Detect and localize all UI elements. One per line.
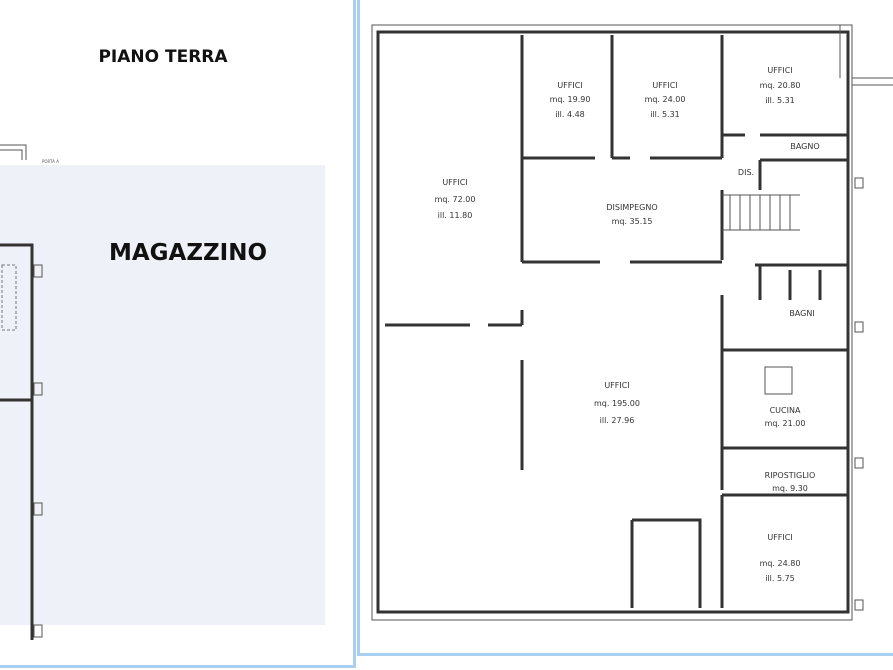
svg-text:mq. 72.00: mq. 72.00 [435, 195, 476, 204]
interior-walls [385, 35, 848, 608]
door-label: PORTA A [42, 159, 59, 164]
left-walls [0, 243, 34, 640]
svg-text:mq. 35.15: mq. 35.15 [612, 217, 653, 226]
room-disimpegno: DISIMPEGNO mq. 35.15 [606, 203, 657, 226]
svg-text:UFFICI: UFFICI [557, 81, 582, 90]
room-uffici-19-90: UFFICI mq. 19.90 ill. 4.48 [550, 81, 591, 119]
room-bagni: BAGNI [789, 309, 814, 318]
room-ripostiglio: RIPOSTIGLIO mq. 9.30 [765, 471, 816, 493]
building-outline [371, 24, 893, 621]
svg-text:ill. 27.96: ill. 27.96 [600, 416, 635, 425]
svg-text:UFFICI: UFFICI [767, 533, 792, 542]
svg-text:ill. 5.31: ill. 5.31 [765, 96, 795, 105]
svg-text:mq. 195.00: mq. 195.00 [594, 399, 640, 408]
svg-text:UFFICI: UFFICI [604, 381, 629, 390]
svg-text:UFFICI: UFFICI [652, 81, 677, 90]
room-cucina: CUCINA mq. 21.00 [765, 406, 806, 428]
room-bagno: BAGNO [790, 142, 819, 151]
svg-text:mq. 24.00: mq. 24.00 [645, 95, 686, 104]
magazzino-area [0, 165, 325, 625]
room-uffici-195: UFFICI mq. 195.00 ill. 27.96 [594, 381, 640, 425]
room-dis: DIS. [738, 168, 754, 177]
svg-text:mq. 24.80: mq. 24.80 [760, 559, 801, 568]
svg-text:ill. 5.75: ill. 5.75 [765, 574, 795, 583]
svg-text:CUCINA: CUCINA [770, 406, 801, 415]
svg-text:mq. 19.90: mq. 19.90 [550, 95, 591, 104]
floor-title: PIANO TERRA [98, 47, 228, 67]
floor-plan-panel [357, 0, 893, 656]
svg-text:mq. 9.30: mq. 9.30 [772, 484, 808, 493]
room-uffici-72: UFFICI mq. 72.00 ill. 11.80 [435, 178, 476, 220]
svg-text:UFFICI: UFFICI [442, 178, 467, 187]
magazzino-label: MAGAZZINO [109, 240, 267, 266]
room-uffici-24-80: UFFICI mq. 24.80 ill. 5.75 [760, 533, 801, 583]
room-uffici-24: UFFICI mq. 24.00 ill. 5.31 [645, 81, 686, 119]
svg-text:mq. 21.00: mq. 21.00 [765, 419, 806, 428]
svg-text:DISIMPEGNO: DISIMPEGNO [606, 203, 657, 212]
room-uffici-20-80: UFFICI mq. 20.80 ill. 5.31 [760, 66, 801, 105]
svg-text:RIPOSTIGLIO: RIPOSTIGLIO [765, 471, 816, 480]
svg-text:ill. 5.31: ill. 5.31 [650, 110, 680, 119]
svg-text:UFFICI: UFFICI [767, 66, 792, 75]
svg-text:ill. 11.80: ill. 11.80 [438, 211, 473, 220]
svg-text:mq. 20.80: mq. 20.80 [760, 81, 801, 90]
svg-text:ill. 4.48: ill. 4.48 [555, 110, 585, 119]
window-markers [854, 177, 864, 611]
